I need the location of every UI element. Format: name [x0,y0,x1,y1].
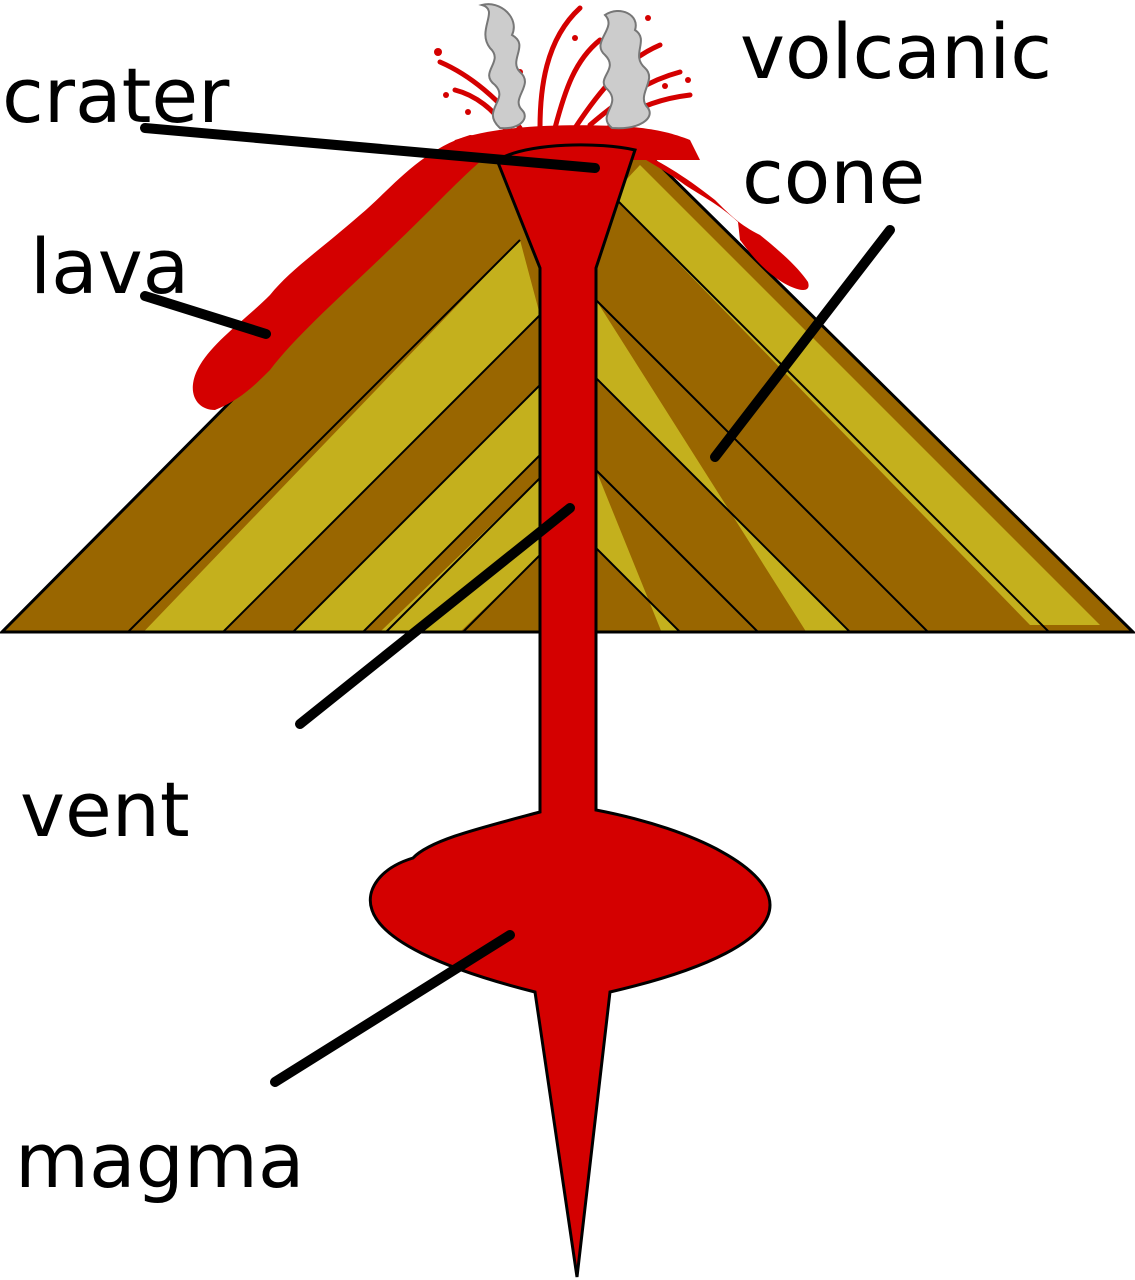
vent-leader [295,503,575,729]
eruption-droplets [434,15,691,115]
smoke-left [478,3,526,130]
label-volcanic: volcanic [740,7,1052,96]
label-crater: crater [2,51,230,140]
lava-flow [192,135,809,410]
strata-band-left-1 [35,240,540,632]
crater-leader [140,123,600,173]
cone-leader [710,225,895,462]
leader-lines [140,123,895,1087]
strata-band-center-1 [380,478,540,632]
strata-band-right-1 [612,165,1100,625]
eruption-spatter [437,5,693,131]
vent-conduit [368,143,772,1278]
lava-leader [140,291,271,339]
smoke-right [599,10,651,130]
label-cone: cone [742,132,925,221]
magma-leader [270,930,515,1087]
label-vent: vent [20,765,190,854]
smoke-plumes [478,3,651,130]
label-lava: lava [30,222,189,311]
label-magma: magma [15,1116,304,1205]
